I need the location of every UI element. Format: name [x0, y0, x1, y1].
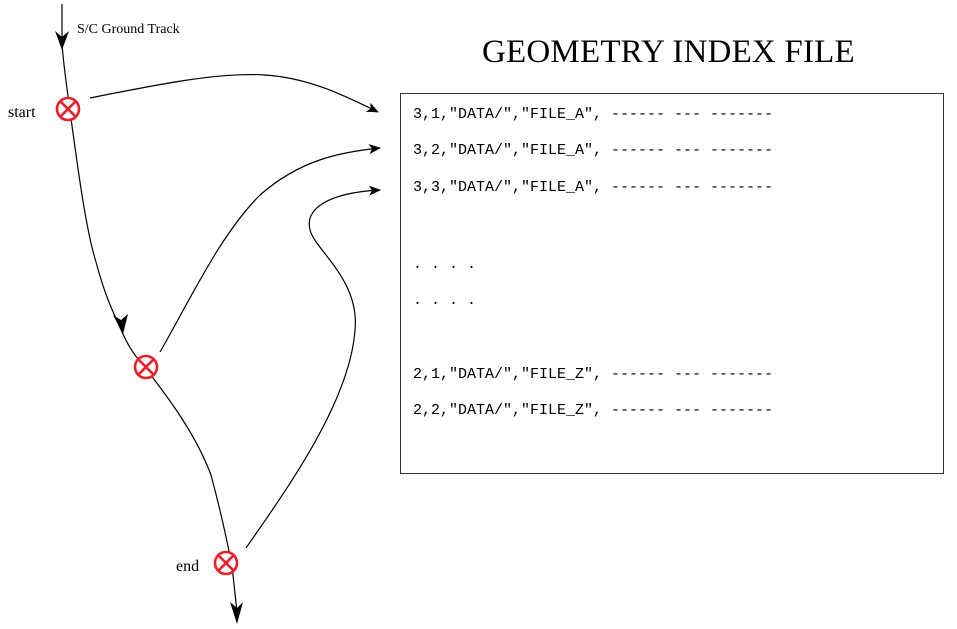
start-label: start	[8, 104, 36, 121]
end-marker-icon	[213, 550, 239, 576]
index-line: 3,2,"DATA/","FILE_A", ------ --- -------	[413, 142, 774, 159]
index-line: 2,1,"DATA/","FILE_Z", ------ --- -------	[413, 366, 774, 383]
ground-track-arrow-mid	[113, 314, 128, 334]
connector-end-to-line-3	[245, 185, 381, 549]
index-line: 3,3,"DATA/","FILE_A", ------ --- -------	[413, 179, 774, 196]
end-label: end	[176, 558, 200, 575]
index-line: 3,1,"DATA/","FILE_A", ------ --- -------	[413, 106, 774, 123]
ellipsis-line: . . . .	[413, 292, 477, 309]
ellipsis-line: . . . .	[413, 256, 477, 273]
ground-track-label: S/C Ground Track	[77, 22, 180, 37]
ground-track-arrow-top	[55, 31, 69, 50]
file-title: GEOMETRY INDEX FILE	[482, 34, 855, 70]
middle-marker-icon	[133, 354, 159, 380]
start-marker-icon	[55, 96, 81, 122]
connector-middle-to-line-2	[159, 144, 381, 353]
index-line: 2,2,"DATA/","FILE_Z", ------ --- -------	[413, 402, 774, 419]
ground-track-arrow-bottom	[230, 602, 243, 624]
ground-track-line	[61, 4, 238, 613]
index-file-box: 3,1,"DATA/","FILE_A", ------ --- -------…	[400, 93, 944, 474]
connector-start-to-line-1	[89, 73, 379, 113]
